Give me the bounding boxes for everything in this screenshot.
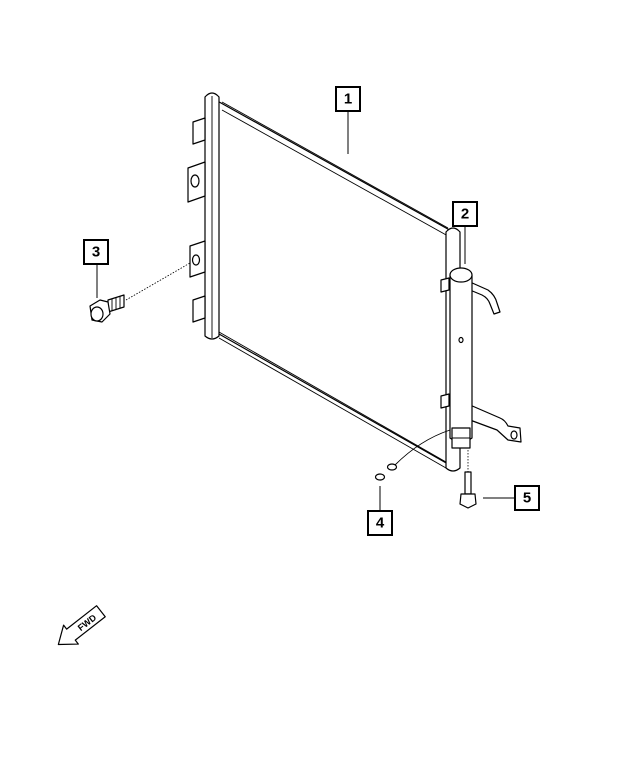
lower-bracket — [192, 295, 206, 323]
screw-head — [459, 493, 477, 509]
callout-5: 5 — [514, 485, 540, 511]
callout-2: 2 — [452, 201, 478, 227]
callout-3-label: 3 — [92, 244, 100, 261]
strap-hole — [510, 430, 518, 440]
callout-3: 3 — [83, 239, 109, 265]
receiver-drier-assembly — [394, 267, 522, 466]
connector-tube — [394, 429, 451, 466]
o-ring-lower — [374, 473, 386, 481]
cylinder-top-cap — [449, 267, 473, 283]
upper-mount-hole — [190, 174, 200, 188]
lower-strap — [469, 404, 522, 443]
bolt-part-3 — [89, 262, 191, 323]
forward-arrow: FWD — [57, 605, 106, 646]
condenser-assembly — [187, 92, 461, 472]
callout-1-label: 1 — [344, 91, 352, 108]
cylinder-tab-lower — [440, 393, 450, 409]
forward-arrow-icon — [57, 605, 106, 646]
screw-part-5 — [459, 450, 477, 509]
bolt-flange — [90, 306, 104, 322]
o-rings-part-4 — [374, 463, 398, 481]
condenser-core — [211, 97, 456, 469]
callout-2-label: 2 — [461, 206, 469, 223]
receiver-drier-cylinder — [449, 274, 473, 443]
callout-4: 4 — [367, 510, 393, 536]
callout-1: 1 — [335, 86, 361, 112]
upper-strap — [469, 281, 501, 315]
upper-bracket — [192, 117, 206, 145]
callout-5-label: 5 — [523, 490, 531, 507]
lower-mount-hole — [191, 254, 201, 266]
cylinder-tab-upper — [440, 277, 450, 293]
o-ring-upper — [386, 463, 398, 471]
screw-shank — [464, 471, 472, 495]
callout-4-label: 4 — [376, 515, 385, 532]
cylinder-port — [458, 336, 464, 344]
